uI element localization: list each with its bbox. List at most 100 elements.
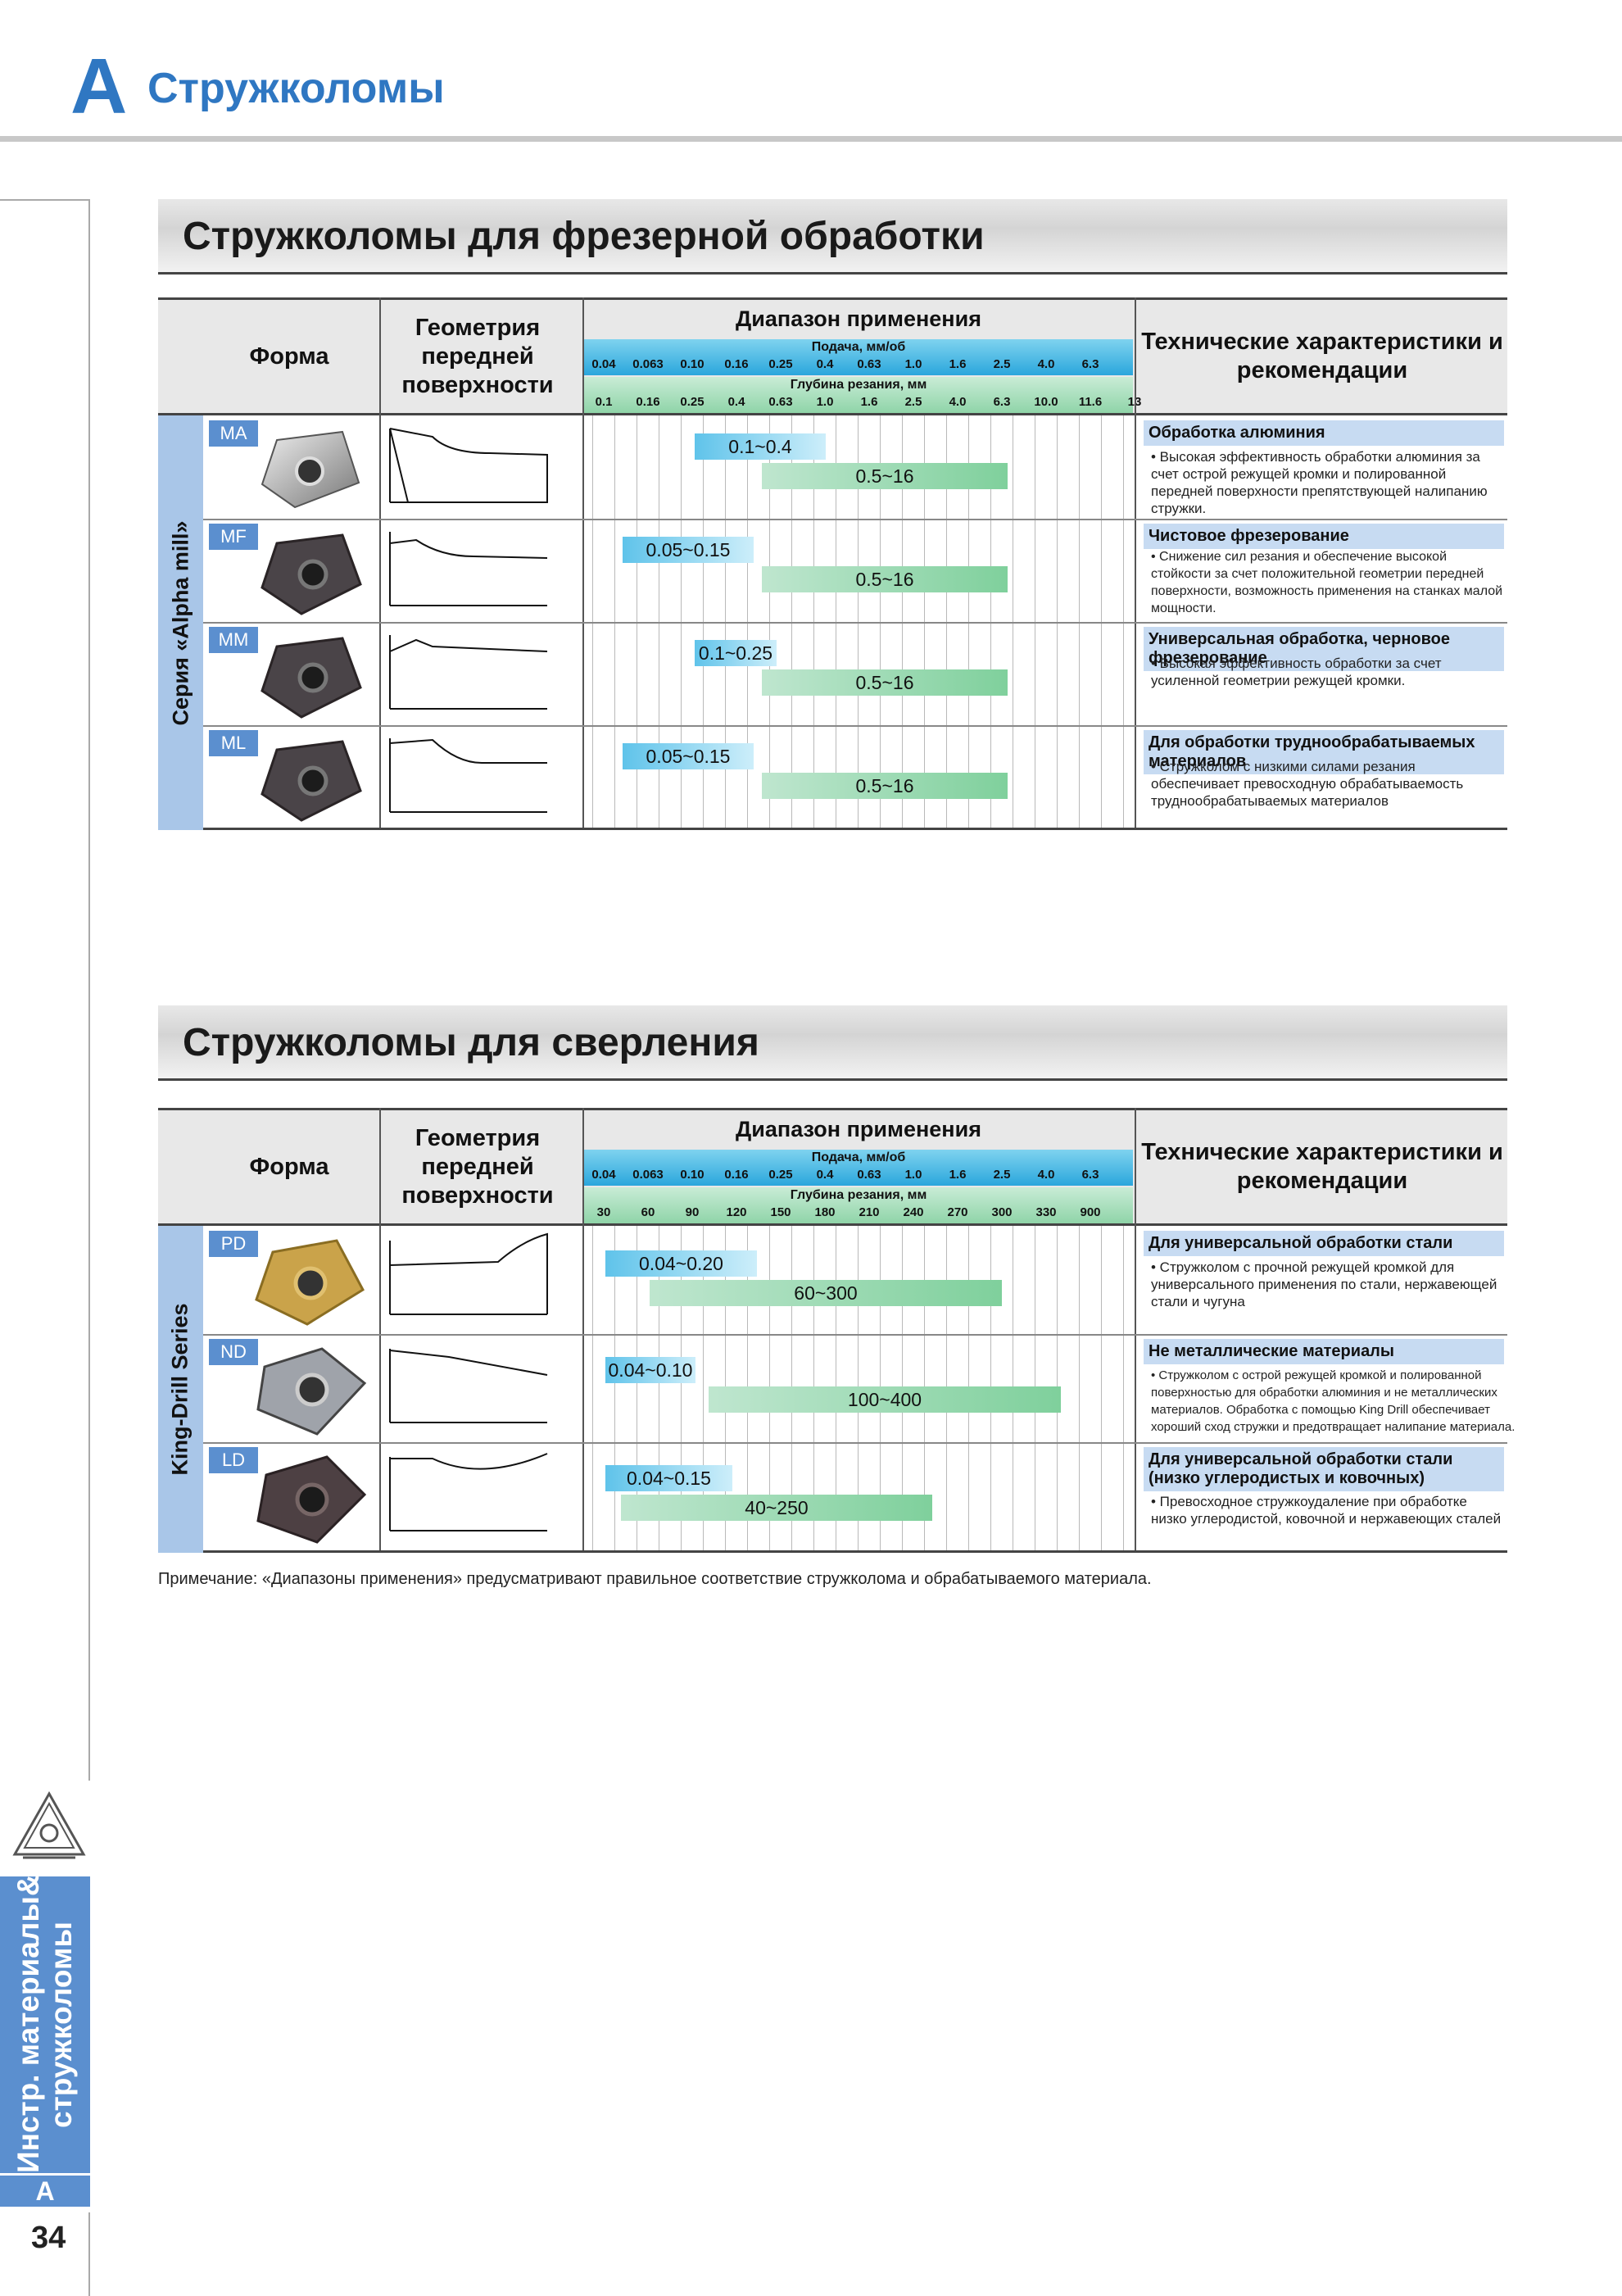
section-letter: A	[70, 43, 128, 130]
col-form-header: Форма	[249, 1153, 329, 1180]
sidebar-border	[0, 199, 90, 1781]
col-tech-header: Технические характеристики и рекомендаци…	[1141, 1139, 1503, 1194]
scale-tick: 0.04	[591, 357, 616, 371]
depth-range-bar: 0.5~16	[762, 566, 1008, 592]
rake-geometry-profile	[383, 524, 564, 618]
table-row: LD 0.04~0.15 40~250 Для универсальной об…	[158, 1442, 1507, 1550]
tech-title: Не металлические материалы	[1144, 1339, 1504, 1364]
insert-image	[252, 425, 367, 520]
milling-banner: Стружколомы для фрезерной обработки	[158, 199, 1507, 275]
table-row: MA 0.1~0.4 0.5~16 Обработка алюминия • В…	[158, 415, 1507, 519]
chipbreaker-code: PD	[209, 1231, 258, 1257]
scale-tick: 2.5	[993, 357, 1011, 371]
scale-tick: 4.0	[1037, 357, 1055, 371]
scale-tick: 1.6	[860, 395, 878, 409]
footnote: Примечание: «Диапазоны применения» преду…	[158, 1570, 1152, 1588]
milling-table: Форма Геометрия передней поверхности Диа…	[158, 297, 1507, 830]
scale-tick: 0.16	[636, 395, 660, 409]
rake-geometry-profile	[383, 627, 564, 721]
insert-image	[248, 1234, 371, 1336]
scale-tick: 240	[903, 1205, 924, 1219]
scale-tick: 150	[770, 1205, 791, 1219]
series-tab	[158, 415, 203, 830]
rake-geometry-profile	[383, 1232, 564, 1327]
table-row: MF 0.05~0.15 0.5~16 Чистовое фрезеровани…	[158, 519, 1507, 622]
scale-tick: 0.25	[768, 357, 793, 371]
milling-banner-title: Стружколомы для фрезерной обработки	[183, 215, 985, 258]
rake-geometry-profile	[383, 730, 564, 824]
scale-tick: 1.0	[904, 357, 922, 371]
scale-tick: 210	[859, 1205, 880, 1219]
drilling-table-header: Форма Геометрия передней поверхности Диа…	[158, 1108, 1507, 1226]
rake-geometry-profile	[383, 1449, 564, 1543]
scale-tick: 0.25	[768, 1168, 793, 1182]
tech-title: Для универсальной обработки стали	[1144, 1231, 1504, 1256]
scale-tick: 0.10	[680, 357, 705, 371]
scale-tick: 270	[947, 1205, 968, 1219]
scale-tick: 1.0	[816, 395, 834, 409]
scale-tick: 6.3	[1081, 357, 1099, 371]
depth-range-bar: 60~300	[650, 1280, 1002, 1306]
insert-image	[252, 632, 367, 726]
scale-tick: 0.63	[768, 395, 793, 409]
feed-range-bar: 0.1~0.4	[695, 433, 826, 460]
scale-tick: 300	[991, 1205, 1013, 1219]
tech-title: Для универсальной обработки стали (низко…	[1144, 1447, 1504, 1491]
drilling-banner-title: Стружколомы для сверления	[183, 1021, 759, 1064]
range-grid	[584, 415, 1133, 828]
feed-scale-label: Подача, мм/об	[811, 1150, 906, 1164]
chipbreaker-code: ND	[209, 1339, 258, 1365]
feed-range-bar: 0.05~0.15	[623, 537, 754, 563]
scale-tick: 30	[596, 1205, 611, 1219]
depth-range-bar: 0.5~16	[762, 773, 1008, 799]
depth-range-bar: 100~400	[709, 1386, 1061, 1413]
feed-range-bar: 0.1~0.25	[695, 640, 777, 666]
col-range-header: Диапазон применения	[736, 306, 981, 331]
series-tab	[158, 1226, 203, 1553]
col-range-header: Диапазон применения	[736, 1117, 981, 1141]
depth-range-bar: 40~250	[621, 1495, 932, 1521]
milling-table-header: Форма Геометрия передней поверхности Диа…	[158, 297, 1507, 415]
scale-tick: 2.5	[993, 1168, 1011, 1182]
col-form-header: Форма	[249, 343, 329, 370]
scale-tick: 10.0	[1034, 395, 1058, 409]
tech-title: Для обработки труднообрабатываемых матер…	[1144, 730, 1504, 774]
scale-tick: 0.1	[595, 395, 613, 409]
tech-title: Обработка алюминия	[1144, 420, 1504, 446]
tech-description: • Стружколом с низкими силами резания об…	[1151, 759, 1464, 809]
sidebar-section-letter: A	[0, 2176, 90, 2207]
scale-tick: 0.25	[680, 395, 705, 409]
chipbreaker-code: MA	[209, 420, 258, 447]
scale-tick: 60	[641, 1205, 655, 1219]
tech-description: • Стружколом с острой режущей кромкой и …	[1151, 1368, 1516, 1434]
table-row: MM 0.1~0.25 0.5~16 Универсальная обработ…	[158, 622, 1507, 725]
insert-image	[252, 529, 367, 623]
chipbreaker-code: LD	[209, 1447, 258, 1473]
feed-range-bar: 0.05~0.15	[623, 743, 754, 769]
table-row: PD 0.04~0.20 60~300 Для универсальной об…	[158, 1226, 1507, 1334]
tech-description: • Высокая эффективность обработки за сче…	[1151, 656, 1442, 688]
tech-description: • Стружколом с прочной режущей кромкой д…	[1151, 1259, 1497, 1309]
triangle-insert-logo-icon	[12, 1790, 86, 1859]
chipbreaker-code: ML	[209, 730, 258, 756]
insert-image	[248, 1342, 371, 1445]
rake-geometry-profile	[383, 1341, 564, 1435]
scale-tick: 90	[685, 1205, 700, 1219]
scale-tick: 6.3	[993, 395, 1011, 409]
tech-description: • Снижение сил резания и обеспечение выс…	[1151, 550, 1503, 615]
chipbreaker-code: MF	[209, 524, 258, 550]
scale-tick: 0.063	[632, 1168, 664, 1182]
scale-tick: 1.6	[949, 357, 967, 371]
scale-tick: 0.63	[857, 357, 881, 371]
page-title: Стружколомы	[147, 65, 445, 112]
sidebar-category-tab[interactable]	[0, 1876, 90, 2173]
scale-tick: 0.063	[632, 357, 664, 371]
drilling-banner: Стружколомы для сверления	[158, 1005, 1507, 1081]
col-tech-header: Технические характеристики и рекомендаци…	[1141, 329, 1503, 383]
rake-geometry-profile	[383, 420, 564, 515]
scale-tick: 11.6	[1078, 395, 1103, 409]
drilling-table: Форма Геометрия передней поверхности Диа…	[158, 1108, 1515, 1553]
chipbreaker-code: MM	[209, 627, 258, 653]
